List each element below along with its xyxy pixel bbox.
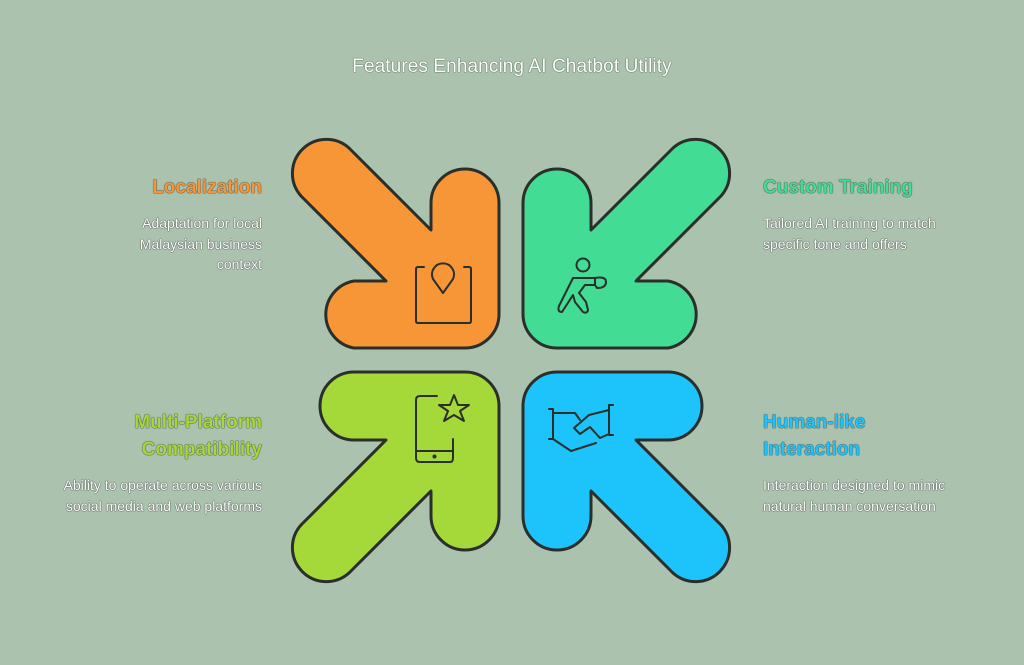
feature-description: Adaptation for local Malaysian business … (139, 215, 262, 272)
feature-description: Interaction designed to mimic natural hu… (763, 477, 946, 514)
feature-custom-training: Custom Training Tailored AI training to … (763, 174, 963, 254)
feature-multi-platform: Multi-Platform Compatibility Ability to … (62, 409, 262, 516)
custom-training-arrow (521, 137, 732, 350)
location-pin-bag-icon (415, 262, 472, 324)
feature-title: Custom Training (763, 177, 913, 198)
feature-title: Multi-Platform Compatibility (134, 412, 262, 460)
feature-description: Tailored AI training to match specific t… (763, 215, 936, 252)
phone-star-icon (415, 394, 470, 463)
boxer-training-icon (557, 257, 607, 314)
feature-localization: Localization Adaptation for local Malays… (62, 174, 262, 275)
localization-arrow (290, 137, 501, 350)
feature-human-like: Human-like Interaction Interaction desig… (763, 409, 963, 516)
feature-title: Localization (152, 177, 262, 198)
human-like-arrow (521, 370, 732, 584)
diagram-title: Features Enhancing AI Chatbot Utility (352, 56, 672, 77)
handshake-icon (548, 404, 614, 452)
feature-title: Human-like Interaction (763, 412, 866, 460)
multi-platform-arrow (290, 370, 501, 584)
feature-description: Ability to operate across various social… (63, 477, 262, 514)
